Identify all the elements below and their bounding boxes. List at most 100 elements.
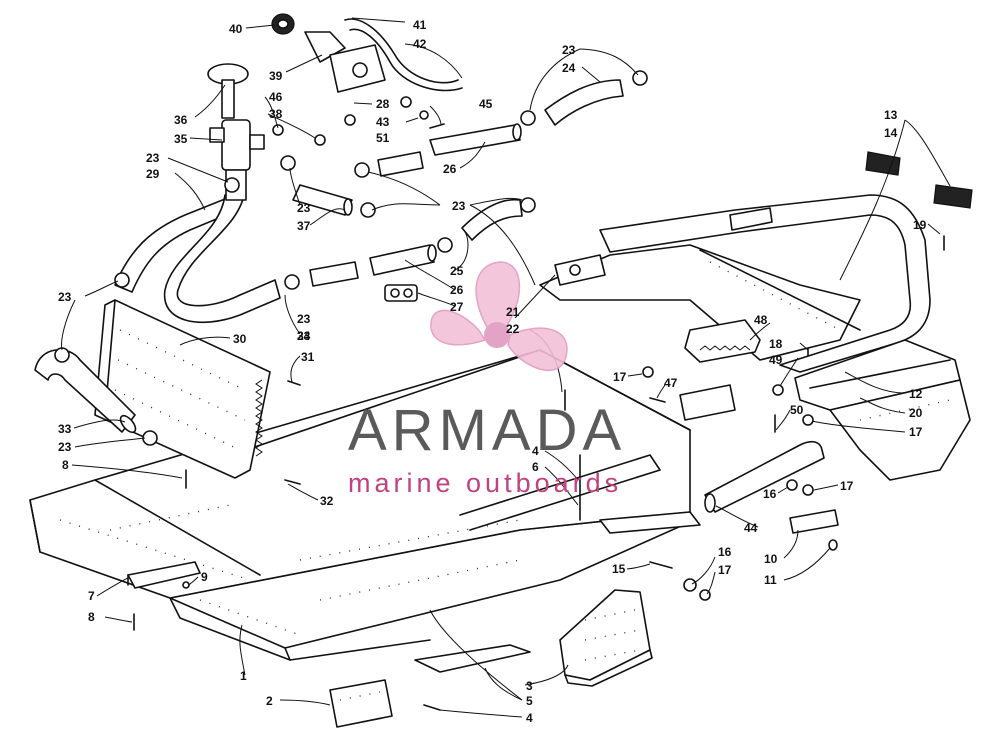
callout-23-c: 23: [297, 201, 311, 215]
pad-13: [865, 151, 901, 176]
callout-4-a: 4: [532, 444, 539, 458]
hose-26-lower: [369, 244, 437, 276]
callout-12: 12: [909, 387, 923, 401]
callout-17-d: 17: [718, 563, 732, 577]
callout-51: 51: [376, 131, 390, 145]
callout-17-a: 17: [613, 370, 627, 384]
callout-50: 50: [790, 403, 804, 417]
rear-frame-12: [599, 194, 971, 481]
callout-34: 34: [297, 329, 311, 343]
callout-19: 19: [913, 218, 927, 232]
callout-17-c: 17: [840, 479, 854, 493]
hose-42: [344, 18, 463, 92]
hose-37: [292, 184, 353, 216]
callout-43: 43: [376, 115, 390, 129]
callout-26-b: 26: [450, 283, 464, 297]
hose-34: [163, 189, 281, 323]
hose-33: [34, 348, 137, 434]
stepped-bracket-48: [684, 319, 761, 363]
callout-48: 48: [754, 313, 768, 327]
callout-23-b: 23: [146, 151, 160, 165]
callout-10: 10: [764, 552, 778, 566]
callout-38: 38: [269, 107, 283, 121]
callout-39: 39: [269, 69, 283, 83]
spring-fitting-39: [304, 31, 386, 93]
heat-exchanger-30: [94, 299, 271, 479]
hose-clamps: [54, 70, 648, 446]
callout-20: 20: [909, 406, 923, 420]
bracket-3: [559, 589, 653, 687]
callout-33: 33: [58, 422, 72, 436]
armada-watermark: ARMADA marine outboards: [348, 261, 626, 498]
callout-24: 24: [562, 61, 576, 75]
callout-29: 29: [146, 167, 160, 181]
leader-lines: [61, 17, 951, 718]
watermark-subtitle: marine outboards: [348, 468, 622, 498]
callout-1: 1: [240, 669, 247, 683]
watermark-title: ARMADA: [348, 398, 626, 463]
callout-44: 44: [744, 521, 758, 535]
pad-14: [933, 184, 973, 209]
callout-18: 18: [769, 337, 783, 351]
callout-5: 5: [526, 694, 533, 708]
callout-23-g: 23: [297, 329, 311, 343]
callout-31: 31: [301, 350, 315, 364]
hose-26-upper: [429, 123, 522, 156]
callout-23-a: 23: [562, 43, 576, 57]
tube-44: [704, 440, 825, 513]
bracket-47: [679, 384, 736, 421]
callout-26-a: 26: [443, 162, 457, 176]
callout-14: 14: [884, 126, 898, 140]
callout-6: 6: [532, 460, 539, 474]
hose-short-upper: [377, 151, 424, 177]
callout-17-b: 17: [909, 425, 923, 439]
callout-41: 41: [413, 18, 427, 32]
callout-30: 30: [233, 332, 247, 346]
callout-15: 15: [612, 562, 626, 576]
callout-labels: 40 41 42 39 36 46 38 28 43 45 51 35 23 2…: [58, 18, 927, 725]
callout-8-a: 8: [62, 458, 69, 472]
callout-46: 46: [269, 90, 283, 104]
callout-35: 35: [174, 132, 188, 146]
callout-23-e: 23: [58, 290, 72, 304]
callout-21: 21: [506, 305, 520, 319]
callout-7: 7: [88, 589, 95, 603]
callout-36: 36: [174, 113, 188, 127]
callout-49: 49: [769, 353, 783, 367]
callout-23-d: 23: [452, 199, 466, 213]
small-hardware: [133, 96, 945, 711]
block-21-22: [554, 254, 606, 286]
callout-47: 47: [664, 376, 678, 390]
callout-45: 45: [479, 97, 493, 111]
callout-4-b: 4: [526, 711, 533, 725]
tunnel-deck: [539, 244, 861, 361]
callout-25: 25: [450, 264, 464, 278]
callout-23-h: 23: [58, 440, 72, 454]
callout-22: 22: [506, 322, 520, 336]
callout-28: 28: [376, 97, 390, 111]
callout-8-b: 8: [88, 610, 95, 624]
callout-11: 11: [764, 573, 777, 587]
callout-13: 13: [884, 108, 898, 122]
callout-42: 42: [413, 37, 427, 51]
callout-9: 9: [201, 570, 208, 584]
hose-short-lower: [309, 261, 359, 287]
callout-32: 32: [320, 494, 334, 508]
callout-27: 27: [450, 300, 464, 314]
callout-40: 40: [229, 22, 243, 36]
hose-24: [544, 79, 624, 126]
callout-16-b: 16: [718, 545, 732, 559]
propeller-logo-icon: [430, 261, 568, 371]
bracket-27: [384, 284, 418, 302]
plate-2: [329, 679, 393, 728]
callout-3: 3: [526, 679, 533, 693]
callout-23-f: 23: [297, 312, 311, 326]
callout-37: 37: [297, 219, 311, 233]
parts-artwork: [29, 13, 973, 728]
callout-2: 2: [266, 694, 273, 708]
radiator-cap-36: [207, 63, 249, 119]
bracket-7: [127, 561, 201, 589]
callout-16-a: 16: [763, 487, 777, 501]
cap-40: [271, 13, 295, 35]
